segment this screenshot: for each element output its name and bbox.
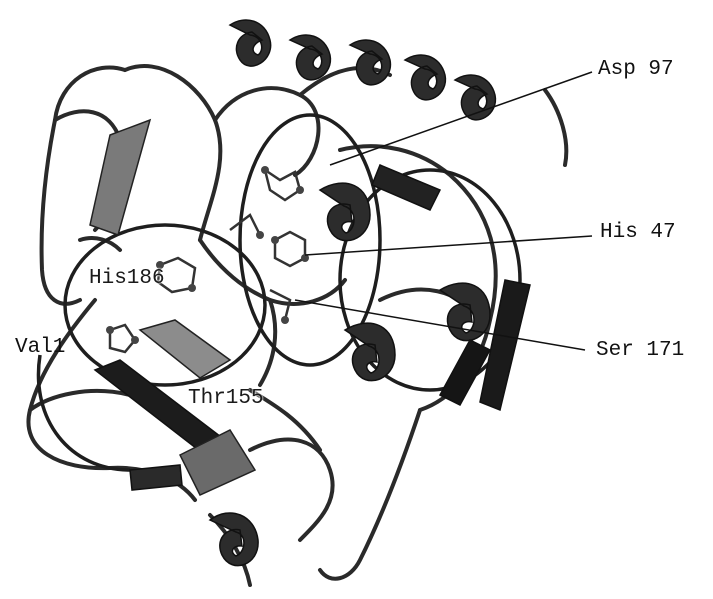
leader-line-ser171	[295, 300, 585, 350]
label-ser171: Ser 171	[596, 340, 684, 362]
label-his186: His186	[89, 268, 165, 290]
label-asp97: Asp 97	[598, 59, 674, 81]
atoms	[106, 166, 309, 344]
strand-a	[90, 120, 150, 235]
leader-line-asp97	[330, 72, 592, 165]
label-thr155: Thr155	[188, 388, 264, 410]
strand-b	[140, 320, 230, 378]
strand-g	[130, 465, 182, 490]
label-his47: His 47	[600, 222, 676, 244]
label-val1: Val1	[15, 337, 65, 359]
